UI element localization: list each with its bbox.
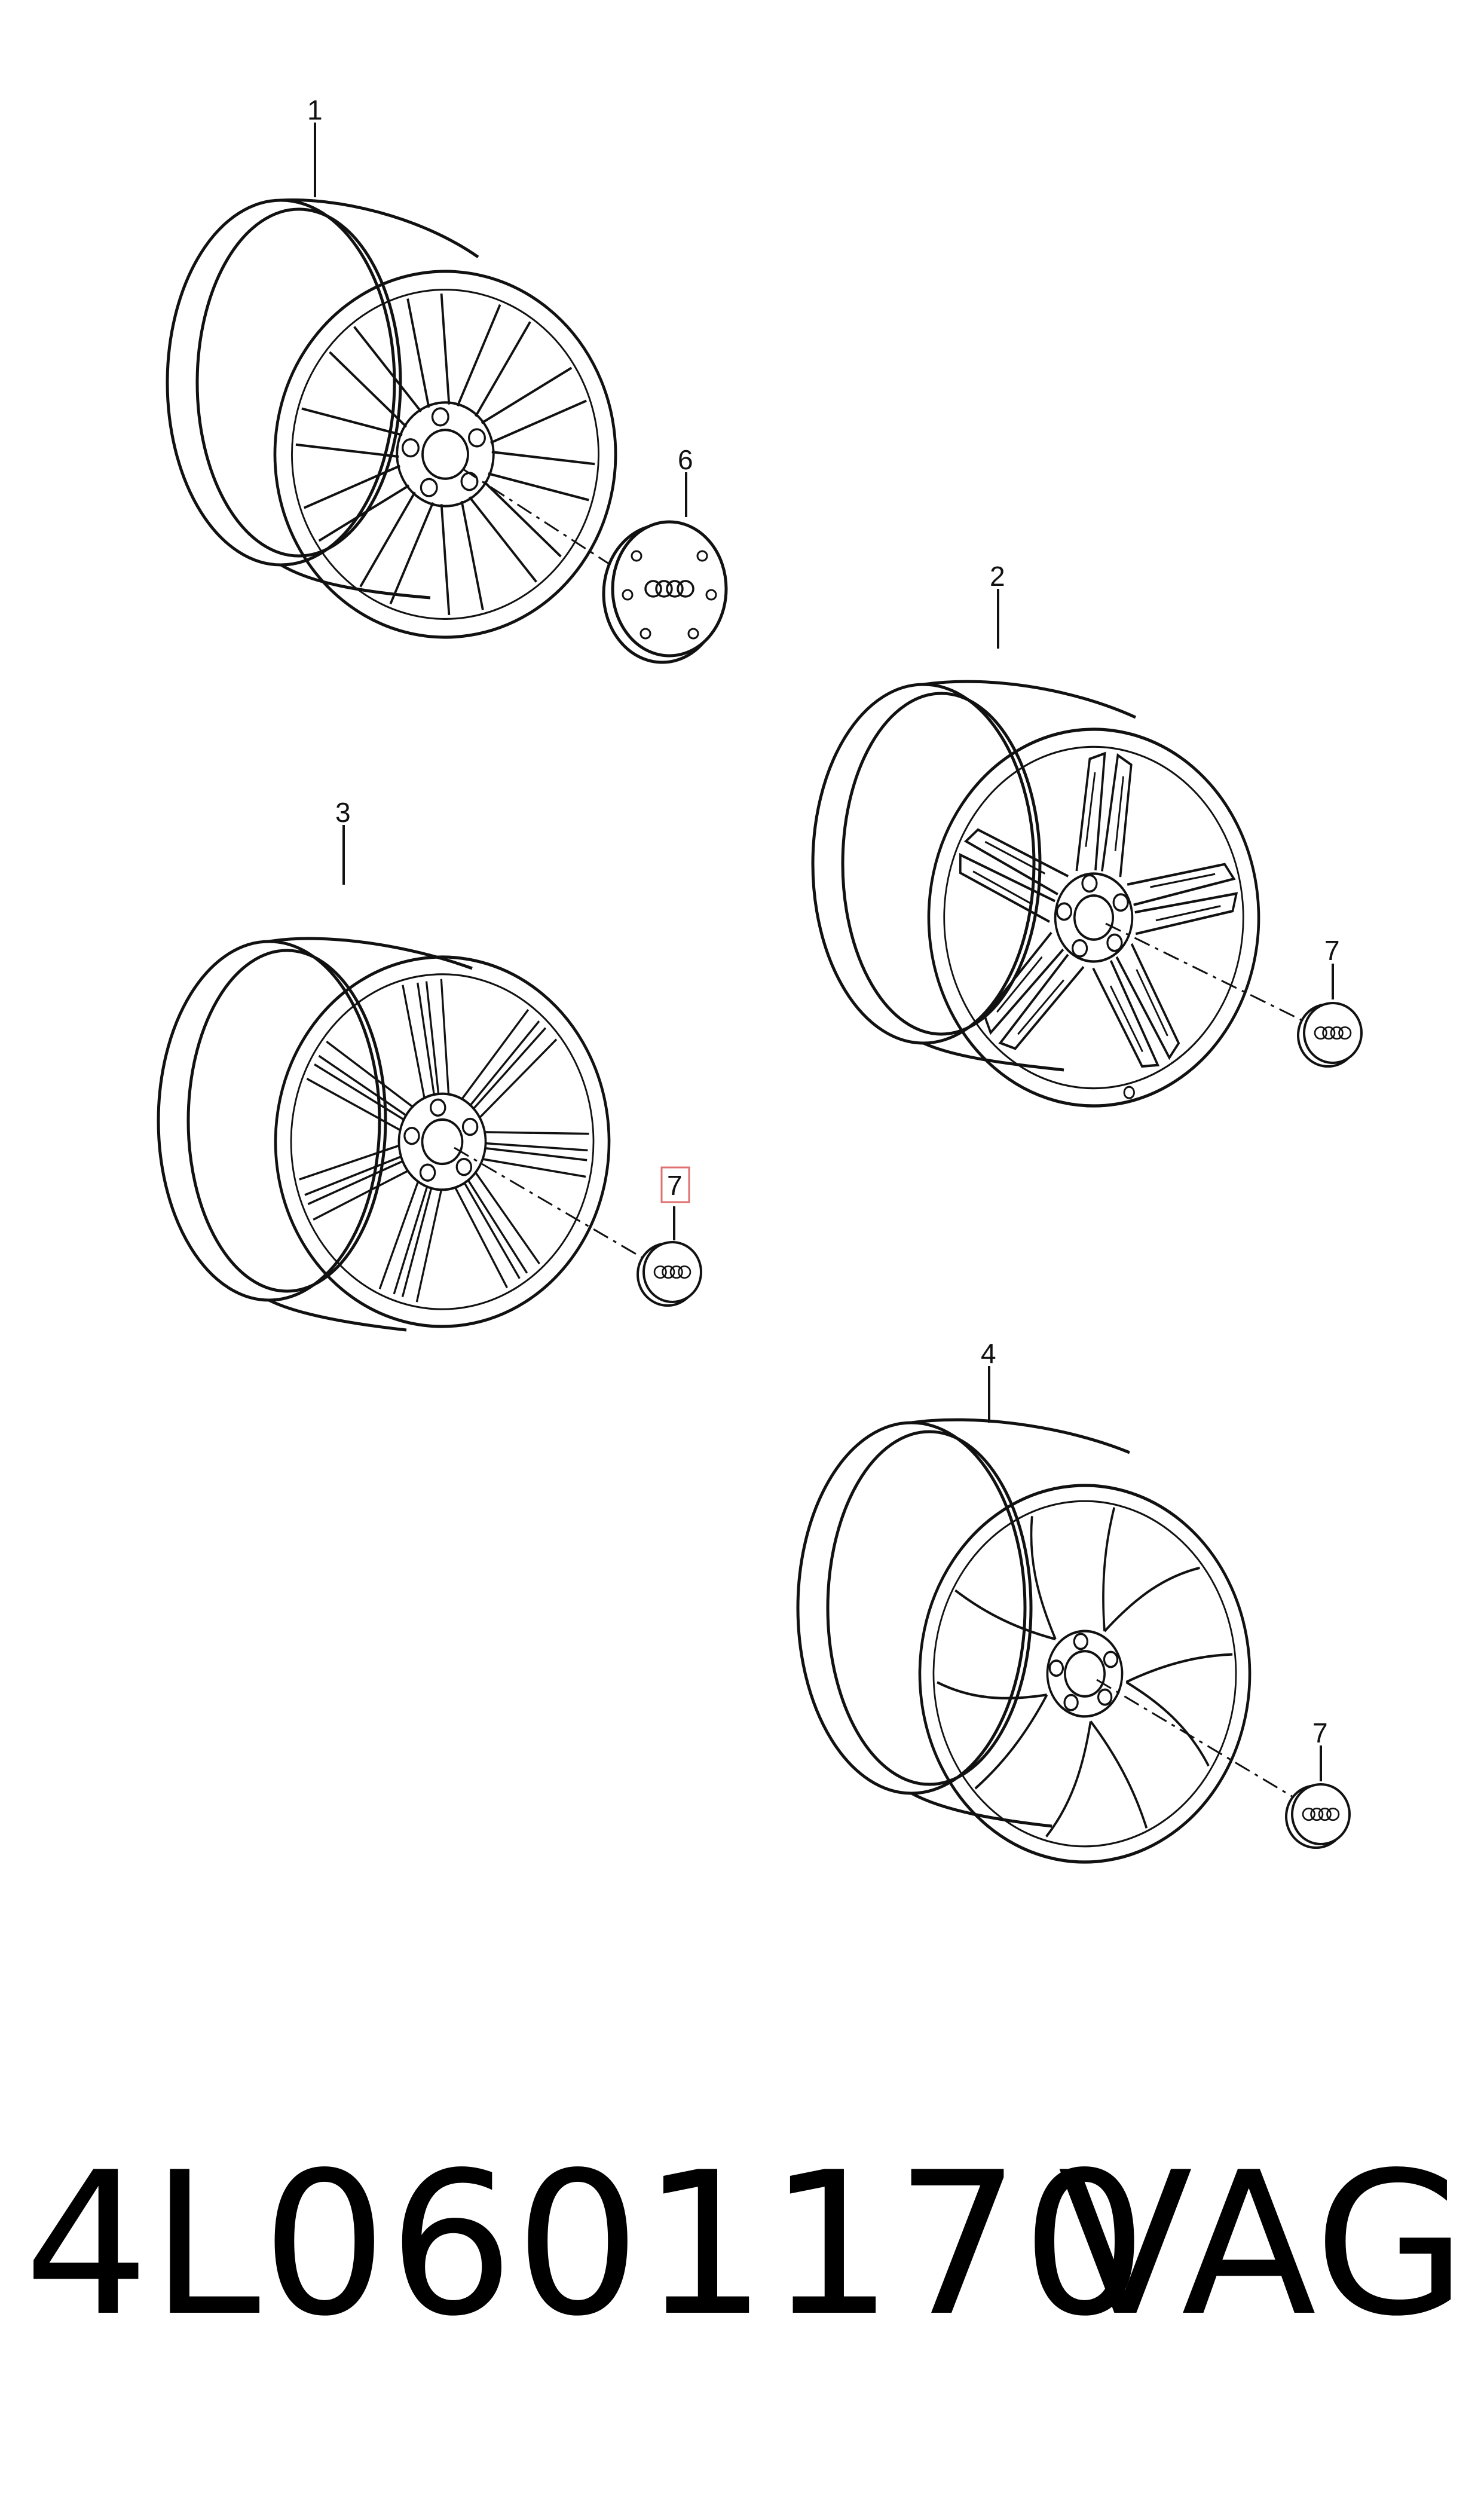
cap-7a-callout: 7 — [1324, 935, 1340, 966]
cap-7a: 7 — [1105, 922, 1361, 1066]
wheel-1-barrel — [166, 198, 479, 600]
wheel-4-rim-face — [918, 1484, 1252, 1864]
wheel-4: 4 — [796, 1338, 1252, 1864]
wheel-1: 1 — [166, 94, 638, 661]
wheel-3-barrel — [157, 937, 473, 1332]
wheel-4-barrel — [796, 1418, 1130, 1828]
wheel-2-rim-face — [927, 727, 1260, 1108]
cap-7c-axis-line — [1096, 1679, 1298, 1800]
wheel-2-callout: 2 — [990, 561, 1005, 592]
cap-7c: 7 — [1096, 1679, 1350, 1848]
cap-6: 6 — [463, 444, 728, 664]
cap-6-callout: 6 — [678, 444, 693, 475]
wheel-2: 2 — [811, 561, 1260, 1108]
wheel-1-callout: 1 — [307, 94, 323, 126]
wheel-4-callout: 4 — [981, 1338, 996, 1369]
cap-7b: 7 — [454, 1147, 701, 1306]
wheel-2-barrel — [811, 680, 1137, 1072]
cap-7b-highlight-box — [660, 1166, 690, 1203]
wheel-3-callout: 3 — [335, 797, 351, 828]
manufacturer-label: VAG — [1058, 2130, 1468, 2359]
wheel-3-rim-face — [274, 955, 611, 1328]
wheel-1-rim-face — [253, 247, 638, 661]
cap-7b-callout: 7 — [667, 1170, 683, 1201]
wheel-3: 3 — [157, 797, 611, 1332]
cap-7b-axis-line — [454, 1147, 649, 1262]
part-number: 4L0601170 — [24, 2130, 1149, 2359]
cap-7c-callout: 7 — [1312, 1717, 1328, 1748]
cap-7a-axis-line — [1105, 922, 1312, 1026]
